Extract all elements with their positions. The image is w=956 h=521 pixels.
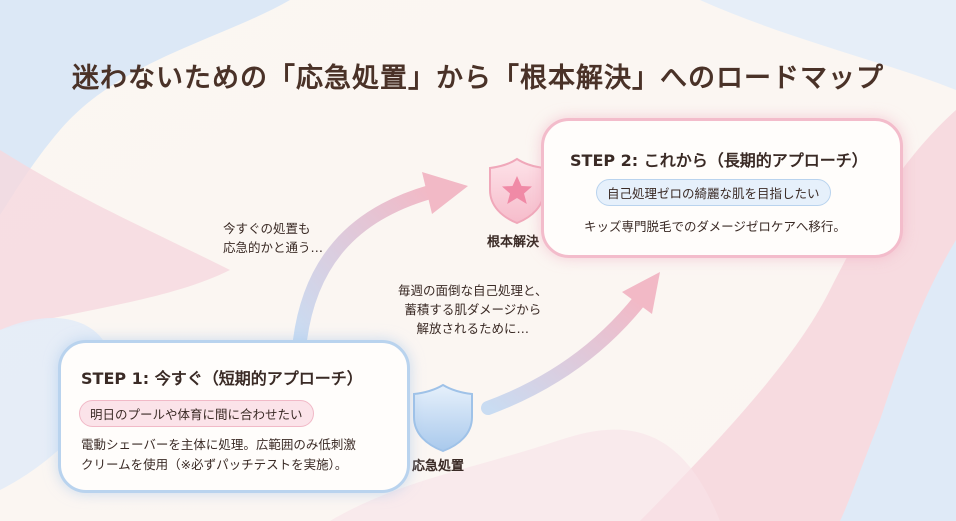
note-release-from-damage: 毎週の面倒な自己処理と、 蓄積する肌ダメージから 解放されるために… [398, 281, 548, 338]
note-line: 応急的かと通う… [223, 240, 324, 255]
step2-goal-badge: 自己処理ゼロの綺麗な肌を目指したい [596, 179, 831, 206]
step2-description: キッズ専門脱毛でのダメージゼロケアへ移行。 [584, 219, 846, 234]
note-first-aid-approach: 今すぐの処置も 応急的かと通う… [223, 219, 323, 257]
arrow-lower [481, 272, 660, 415]
shield-star-icon [489, 157, 545, 225]
note-line: 毎週の面倒な自己処理と、 [398, 283, 548, 298]
note-line: 蓄積する肌ダメージから [404, 302, 542, 317]
note-line: 今すぐの処置も [223, 221, 311, 236]
first-aid-label: 応急処置 [412, 459, 465, 474]
step1-title: STEP 1: 今すぐ（短期的アプローチ） [81, 369, 363, 388]
step2-title: STEP 2: これから（長期的アプローチ） [570, 151, 868, 170]
step1-goal-badge: 明日のプールや体育に間に合わせたい [79, 400, 314, 427]
step1-description: 電動シェーバーを主体に処理。広範囲のみ低刺激 クリームを使用（※必ずパッチテスト… [81, 435, 356, 475]
shield-icon [413, 383, 473, 453]
step2-card: STEP 2: これから（長期的アプローチ） 自己処理ゼロの綺麗な肌を目指したい… [541, 118, 903, 258]
step1-card: STEP 1: 今すぐ（短期的アプローチ） 明日のプールや体育に間に合わせたい … [58, 340, 410, 493]
root-solution-label: 根本解決 [487, 235, 540, 250]
step1-description-line: 電動シェーバーを主体に処理。広範囲のみ低刺激 [81, 437, 356, 452]
note-line: 解放されるために… [416, 321, 530, 336]
step1-description-line: クリームを使用（※必ずパッチテストを実施）。 [81, 457, 348, 472]
arrow-upper [293, 172, 468, 347]
page-title: 迷わないための「応急処置」から「根本解決」へのロードマップ [72, 63, 884, 95]
